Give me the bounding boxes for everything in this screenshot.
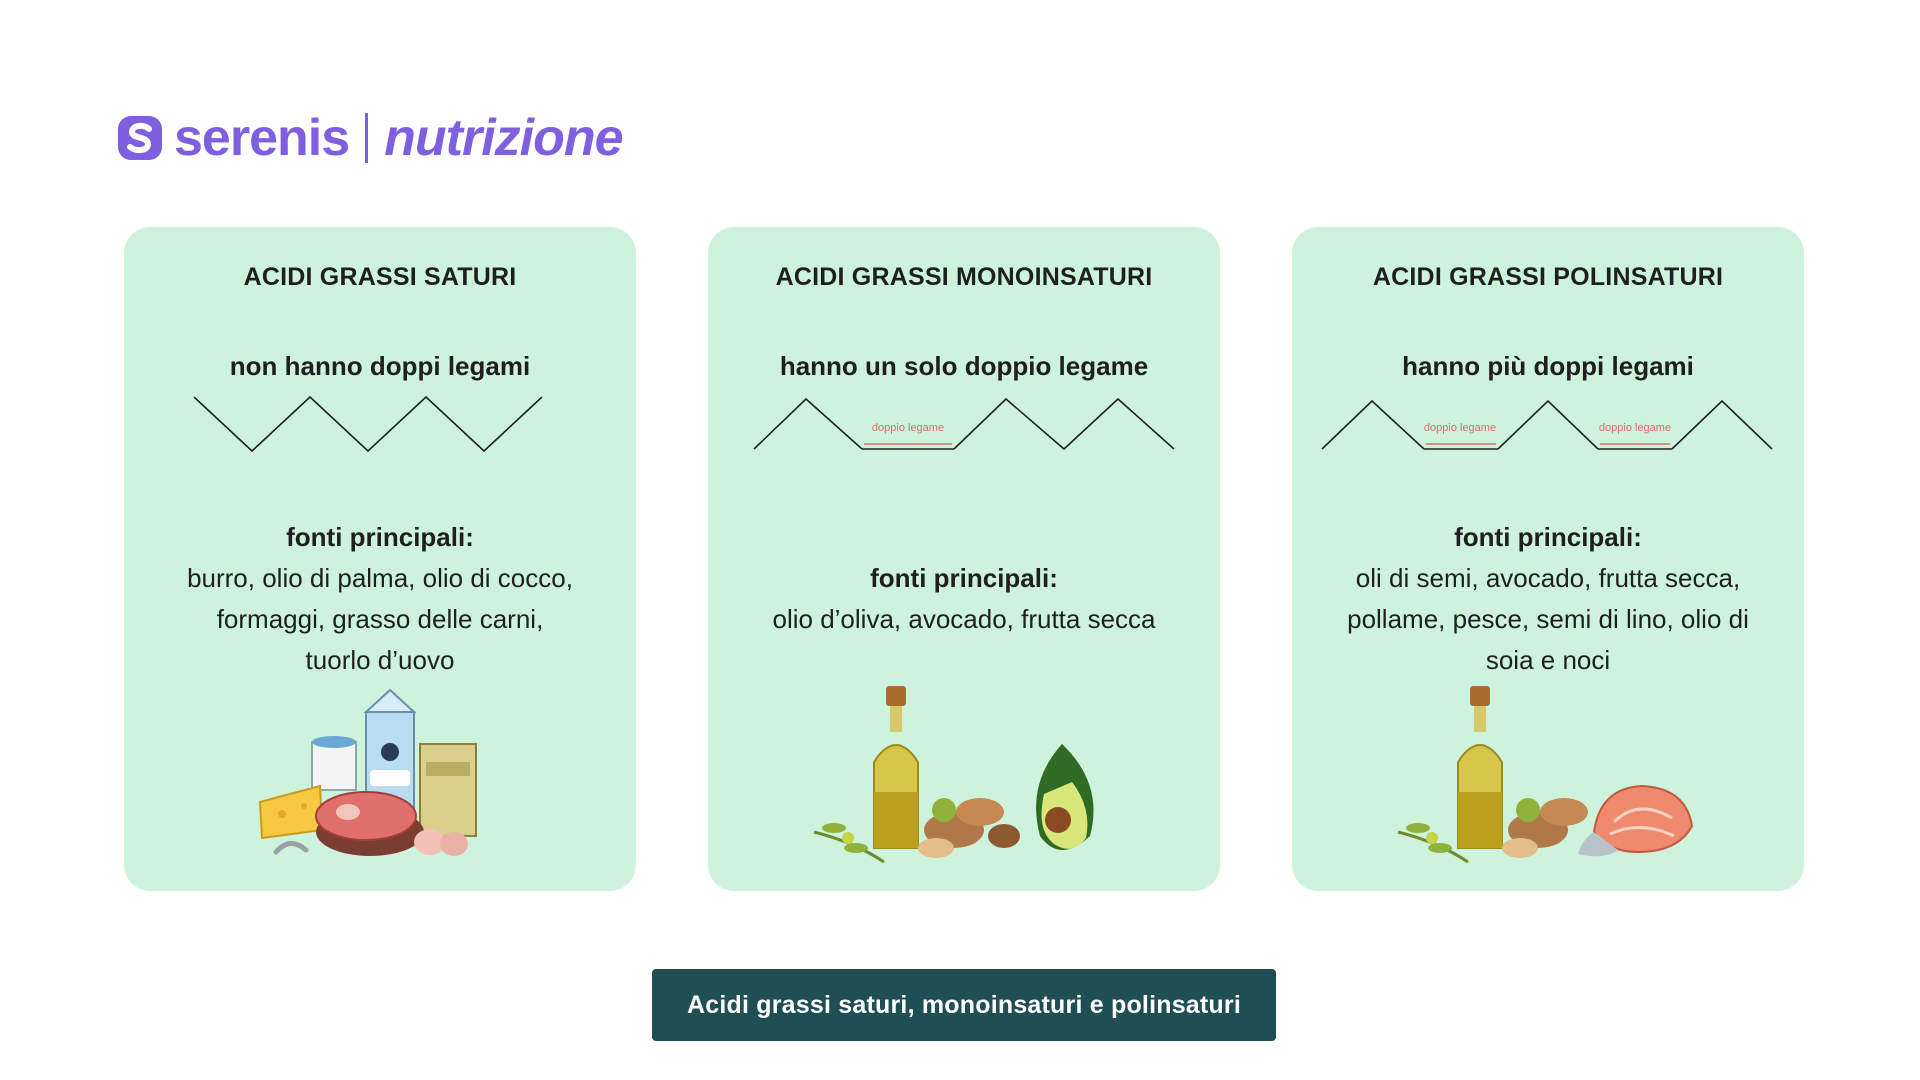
sources: fonti principali: oli di semi, avocado, … [1316,517,1780,681]
card-title: ACIDI GRASSI SATURI [243,263,517,291]
monounsaturated-chain-diagram: doppio legame [753,397,1175,451]
sources-line: soia e noci [1485,645,1611,675]
brand-divider [365,113,369,163]
double-bond-label: doppio legame [1424,422,1496,434]
card-saturated: ACIDI GRASSI SATURI non hanno doppi lega… [124,227,636,891]
card-title: ACIDI GRASSI POLINSATURI [1372,263,1724,291]
sources-line: tuorlo d’uovo [305,645,455,675]
serenis-s-icon [118,116,162,160]
caption-badge: Acidi grassi saturi, monoinsaturi e poli… [652,969,1276,1041]
sources-line: oli di semi, avocado, frutta secca, [1355,563,1741,593]
card-title: ACIDI GRASSI MONOINSATURI [775,263,1153,291]
brand-logo: serenis nutrizione [116,109,624,167]
olive-oil-nuts-salmon-icon [1397,686,1694,864]
double-bond-label: doppio legame [1599,422,1671,434]
saturated-chain-diagram [193,395,543,453]
card-subtitle: hanno un solo doppio legame [779,351,1149,381]
sources-line: formaggi, grasso delle carni, [216,604,544,634]
card-polyunsaturated: ACIDI GRASSI POLINSATURI hanno più doppi… [1292,227,1804,891]
sources-line: pollame, pesce, semi di lino, olio di [1347,604,1749,634]
card-subtitle: non hanno doppi legami [229,351,531,381]
olive-oil-nuts-avocado-icon [813,686,1094,864]
sources: fonti principali: olio d’oliva, avocado,… [732,558,1196,640]
sources-line: olio d’oliva, avocado, frutta secca [772,604,1156,634]
sources: fonti principali: burro, olio di palma, … [148,517,612,681]
sources-line: burro, olio di palma, olio di cocco, [187,563,573,593]
sources-label: fonti principali: [870,563,1058,593]
dairy-meat-cheese-eggs-icon [258,688,477,856]
sources-label: fonti principali: [286,522,474,552]
sources-label: fonti principali: [1454,522,1642,552]
polyunsaturated-chain-diagram: doppio legame doppio legame [1321,399,1773,450]
double-bond-label: doppio legame [872,422,944,434]
card-subtitle: hanno più doppi legami [1402,351,1694,381]
brand-subtitle: nutrizione [384,109,623,167]
card-monounsaturated: ACIDI GRASSI MONOINSATURI hanno un solo … [708,227,1220,891]
brand-name: serenis [174,109,350,167]
